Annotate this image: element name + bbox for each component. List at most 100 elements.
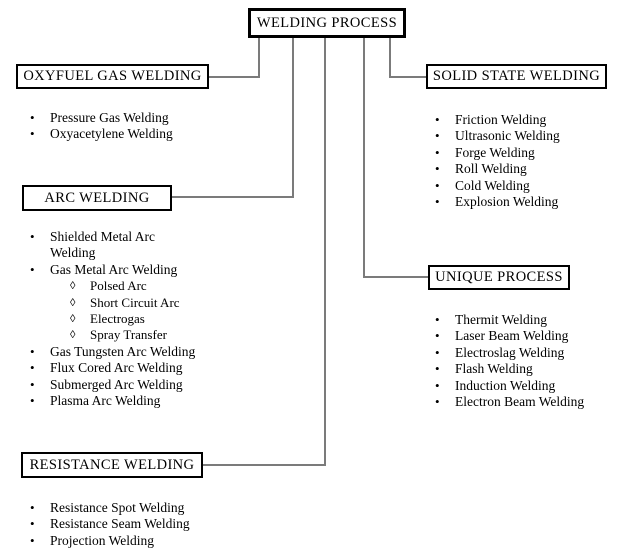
dot-bullet-icon: • <box>30 229 35 244</box>
list-item: •Pressure Gas Welding <box>22 110 262 126</box>
list-item-label: Gas Tungsten Arc Welding <box>50 343 196 359</box>
list-item: • Induction Welding <box>427 378 624 394</box>
connector-unique-vertical <box>363 38 365 278</box>
connector-resistance-horizontal <box>201 464 326 466</box>
list-item-label: Polsed Arc <box>90 278 147 294</box>
node-unique-process[interactable]: UNIQUE PROCESS <box>428 265 570 290</box>
list-item: • Resistance Spot Welding <box>22 500 262 516</box>
node-oxyfuel-gas-welding[interactable]: OXYFUEL GAS WELDING <box>16 64 209 89</box>
dot-bullet-icon: • <box>435 161 440 177</box>
dot-bullet-icon: • <box>30 500 35 515</box>
node-arc-welding[interactable]: ARC WELDING <box>22 185 172 211</box>
list-item-label: Resistance Spot Welding <box>50 500 185 515</box>
diamond-bullet-icon: ◊ <box>70 296 76 309</box>
dot-bullet-icon: • <box>30 261 35 277</box>
dot-bullet-icon: • <box>30 393 35 409</box>
list-item-label: Friction Welding <box>455 112 547 127</box>
list-item: • Gas Metal Arc Welding <box>22 262 272 278</box>
node-solid-state-welding[interactable]: SOLID STATE WELDING <box>426 64 607 89</box>
list-item: • Flux Cored Arc Welding <box>22 360 272 376</box>
list-item: • Flash Welding <box>427 361 624 377</box>
dot-bullet-icon: • <box>30 343 35 359</box>
dot-bullet-icon: • <box>30 126 35 142</box>
list-item: • Ultrasonic Welding <box>427 128 624 144</box>
dot-bullet-icon: • <box>435 344 440 360</box>
dot-bullet-icon: • <box>435 112 440 127</box>
list-item-label: Projection Welding <box>50 532 155 548</box>
list-item-label: Flash Welding <box>455 361 533 377</box>
dot-bullet-icon: • <box>30 360 35 376</box>
list-item-label: Flux Cored Arc Welding <box>50 360 183 376</box>
node-resistance-welding[interactable]: RESISTANCE WELDING <box>21 452 203 478</box>
connector-unique-horizontal <box>363 276 429 278</box>
list-item-label: Induction Welding <box>455 377 556 393</box>
list-item-label: Laser Beam Welding <box>455 328 569 344</box>
list-item: ◊ Polsed Arc <box>22 278 272 294</box>
list-item: ◊ Spray Transfer <box>22 327 272 343</box>
list-item: • Electron Beam Welding <box>427 394 624 410</box>
dot-bullet-icon: • <box>435 177 440 193</box>
diamond-bullet-icon: ◊ <box>70 329 76 342</box>
dot-bullet-icon: • <box>435 128 440 144</box>
list-unique-process: • Thermit Welding • Laser Beam Welding • Elec… <box>427 312 624 410</box>
list-item: • Electroslag Welding <box>427 345 624 361</box>
dot-bullet-icon: • <box>30 516 35 532</box>
list-item: • Plasma Arc Welding <box>22 393 272 409</box>
diamond-bullet-icon: ◊ <box>70 313 76 326</box>
dot-bullet-icon: • <box>30 532 35 548</box>
list-item: • Thermit Welding <box>427 312 624 328</box>
list-item-label: Pressure Gas Welding <box>50 110 169 125</box>
list-item-label: Plasma Arc Welding <box>50 393 161 409</box>
diamond-bullet-icon: ◊ <box>70 280 76 293</box>
list-item-label: Electrogas <box>90 311 145 327</box>
list-resistance-welding: • Resistance Spot Welding • Resistance Seam… <box>22 500 262 549</box>
list-item: ◊ Short Circuit Arc <box>22 295 272 311</box>
list-item: • Friction Welding <box>427 112 624 128</box>
list-item: •Explosion Welding <box>427 194 624 210</box>
dot-bullet-icon: • <box>435 194 440 210</box>
list-item-label: Thermit Welding <box>455 312 548 327</box>
connector-arc-vertical <box>292 38 294 198</box>
list-item: ◊ Electrogas <box>22 311 272 327</box>
list-oxyfuel-gas-welding: •Pressure Gas Welding• Oxyacetylene Weldi… <box>22 110 262 143</box>
list-item-label: Forge Welding <box>455 144 535 160</box>
dot-bullet-icon: • <box>435 361 440 377</box>
list-item-label: Electroslag Welding <box>455 344 565 360</box>
list-solid-state-welding: • Friction Welding • Ultrasonic Welding • For… <box>427 112 624 210</box>
list-item: • Submerged Arc Welding <box>22 377 272 393</box>
connector-solid-state-horizontal <box>389 76 427 78</box>
dot-bullet-icon: • <box>435 312 440 327</box>
dot-bullet-icon: • <box>435 394 440 410</box>
dot-bullet-icon: • <box>435 377 440 393</box>
connector-arc-horizontal <box>170 196 294 198</box>
list-item: • Resistance Seam Welding <box>22 516 262 532</box>
list-item: • Oxyacetylene Welding <box>22 126 262 142</box>
list-item: •Roll Welding <box>427 161 624 177</box>
list-item-label: Ultrasonic Welding <box>455 128 560 144</box>
list-item: • Forge Welding <box>427 145 624 161</box>
list-item-label: Gas Metal Arc Welding <box>50 261 178 277</box>
list-item-label: Submerged Arc Welding <box>50 376 183 392</box>
list-item: • Shielded Metal Arc Welding <box>22 229 200 262</box>
list-item: • Projection Welding <box>22 533 262 549</box>
list-item-label: Cold Welding <box>455 177 530 193</box>
list-item: • Gas Tungsten Arc Welding <box>22 344 272 360</box>
list-item: • Cold Welding <box>427 178 624 194</box>
list-arc-welding: • Shielded Metal Arc Welding • Gas Metal Ar… <box>22 229 272 409</box>
list-item-label: Resistance Seam Welding <box>50 516 190 532</box>
node-welding-process[interactable]: WELDING PROCESS <box>248 8 406 38</box>
list-item: • Laser Beam Welding <box>427 328 624 344</box>
list-item-label: Shielded Metal Arc Welding <box>50 229 155 261</box>
list-item-label: Short Circuit Arc <box>90 294 180 310</box>
connector-solid-state-vertical <box>389 38 391 78</box>
list-item-label: Spray Transfer <box>90 327 167 343</box>
list-item-label: Electron Beam Welding <box>455 394 585 410</box>
dot-bullet-icon: • <box>435 144 440 160</box>
connector-oxyfuel-vertical <box>258 38 260 78</box>
connector-oxyfuel-horizontal <box>206 76 260 78</box>
dot-bullet-icon: • <box>435 328 440 344</box>
list-item-label: Oxyacetylene Welding <box>50 126 173 142</box>
dot-bullet-icon: • <box>30 376 35 392</box>
connector-resistance-vertical <box>324 38 326 466</box>
